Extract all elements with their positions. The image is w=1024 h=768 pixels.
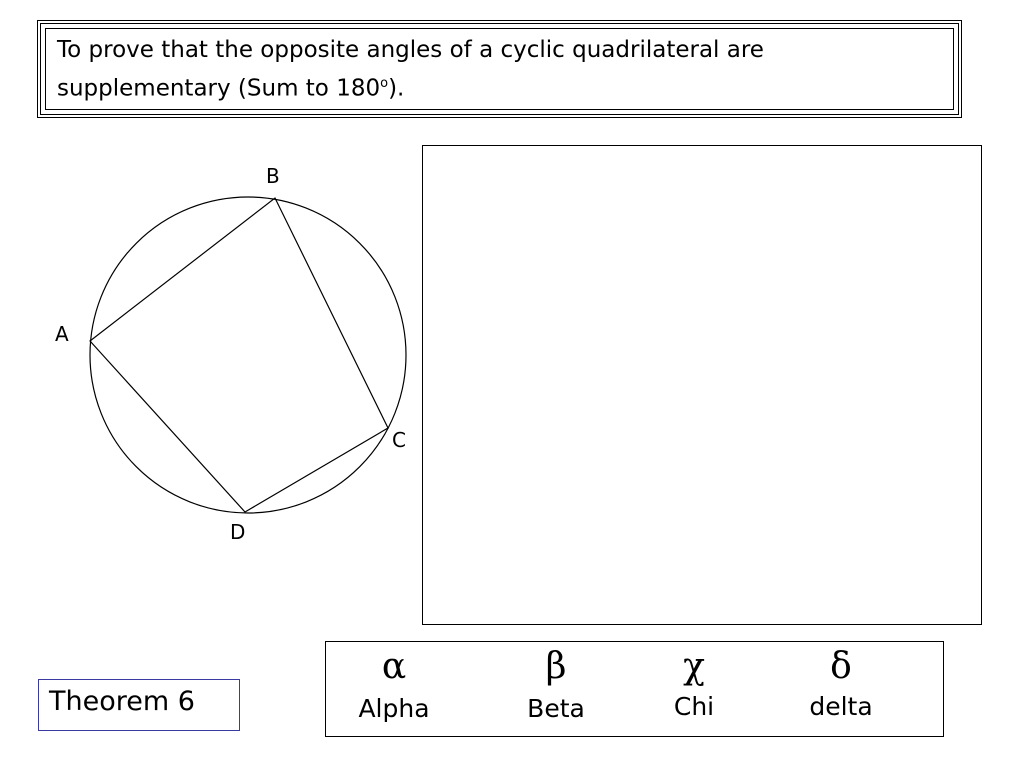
point-label-d: D [230,520,245,544]
theorem-label: Theorem 6 [49,686,195,717]
title-text: To prove that the opposite angles of a c… [57,34,937,106]
point-label-a: A [55,322,69,346]
alpha-symbol: α [381,646,407,687]
delta-symbol: δ [830,646,852,687]
point-label-c: C [392,428,406,452]
degree-symbol: o [380,76,389,91]
empty-working-area [422,145,982,625]
cyclic-quadrilateral-diagram: A B C D [55,164,407,544]
greek-item-chi: χ Chi [634,646,754,722]
greek-item-beta: β Beta [496,646,616,724]
quadrilateral-abcd [89,197,389,513]
title-box: To prove that the opposite angles of a c… [37,20,962,118]
alpha-name: Alpha [358,694,430,723]
greek-item-alpha: α Alpha [334,646,454,724]
title-closing: ). [388,75,405,102]
theorem-box: Theorem 6 [38,679,240,731]
circumscribed-circle [89,196,407,514]
beta-name: Beta [527,694,585,723]
delta-name: delta [809,692,873,721]
beta-symbol: β [545,646,567,687]
greek-item-delta: δ delta [781,646,901,722]
greek-letter-key: α Alpha β Beta χ Chi δ delta [325,641,944,737]
chi-symbol: χ [683,646,705,687]
point-label-b: B [266,164,280,188]
title-main-text: To prove that the opposite angles of a c… [57,37,764,102]
chi-name: Chi [673,692,715,721]
